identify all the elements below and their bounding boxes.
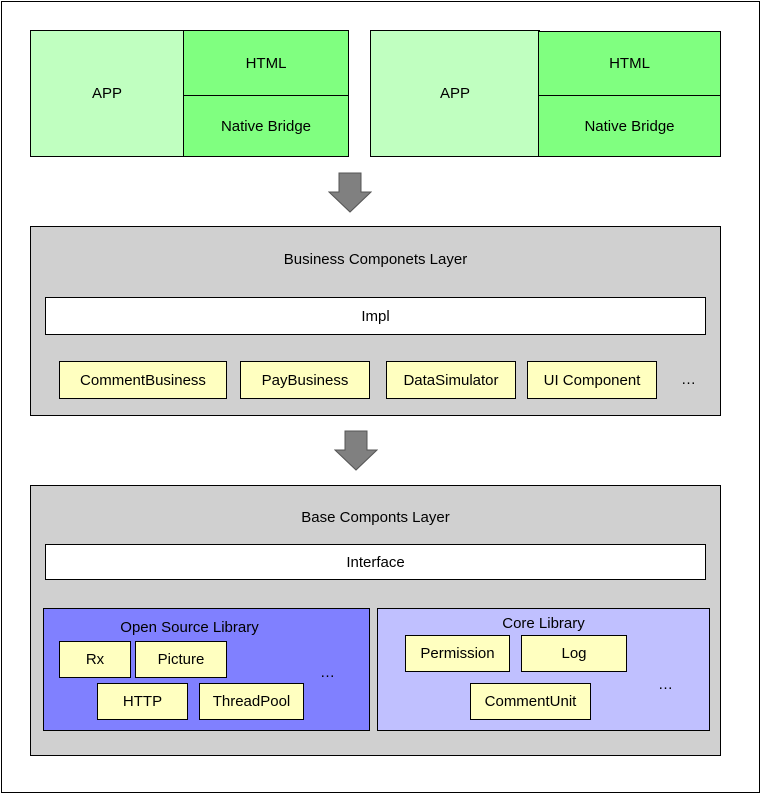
lib-item-http: HTTP [97,683,188,720]
component-label: PayBusiness [261,371,349,389]
component-ui-component: UI Component [527,361,657,399]
lib-item-rx: Rx [59,641,131,678]
component-data-simulator: DataSimulator [386,361,516,399]
lib-item-label: ThreadPool [212,693,291,710]
html-box-right: HTML [538,31,721,96]
impl-label: Impl [361,307,390,325]
component-label: CommentBusiness [80,371,206,389]
html-label: HTML [245,54,287,72]
lib-item-threadpool: ThreadPool [199,683,304,720]
layer-title: Base Componts Layer [301,509,450,526]
component-label: DataSimulator [403,371,499,389]
lib-item-permission: Permission [405,635,510,672]
native-bridge-box-right: Native Bridge [538,95,721,157]
lib-item-log: Log [521,635,627,672]
library-title: Open Source Library [120,619,259,636]
lib-item-comment-unit: CommentUnit [470,683,591,720]
lib-item-label: Permission [420,645,495,662]
lib-item-label: HTTP [122,693,163,710]
impl-box: Impl [45,297,706,335]
lib-item-label: CommentUnit [484,693,577,710]
interface-box: Interface [45,544,706,580]
more-ellipsis: … [658,676,673,693]
native-bridge-label: Native Bridge [584,117,675,135]
html-box-left: HTML [183,30,349,96]
down-arrow-icon [328,172,372,213]
library-title: Core Library [502,615,585,632]
more-ellipsis: … [681,371,696,388]
lib-item-label: Log [561,645,587,662]
component-pay-business: PayBusiness [240,361,370,399]
app-label: APP [439,85,470,102]
component-label: UI Component [543,371,641,389]
down-arrow-icon [334,430,378,471]
component-comment-business: CommentBusiness [59,361,227,399]
app-label: APP [91,85,122,102]
native-bridge-label: Native Bridge [220,117,312,135]
lib-item-picture: Picture [135,641,227,678]
more-ellipsis: … [320,664,335,681]
app-box-left: APP [30,30,184,157]
html-label: HTML [609,55,650,72]
lib-item-label: Rx [85,651,105,668]
app-box-right: APP [370,30,540,157]
layer-title: Business Componets Layer [283,251,468,268]
native-bridge-box-left: Native Bridge [183,95,349,157]
lib-item-label: Picture [157,651,205,668]
interface-label: Interface [346,553,405,571]
